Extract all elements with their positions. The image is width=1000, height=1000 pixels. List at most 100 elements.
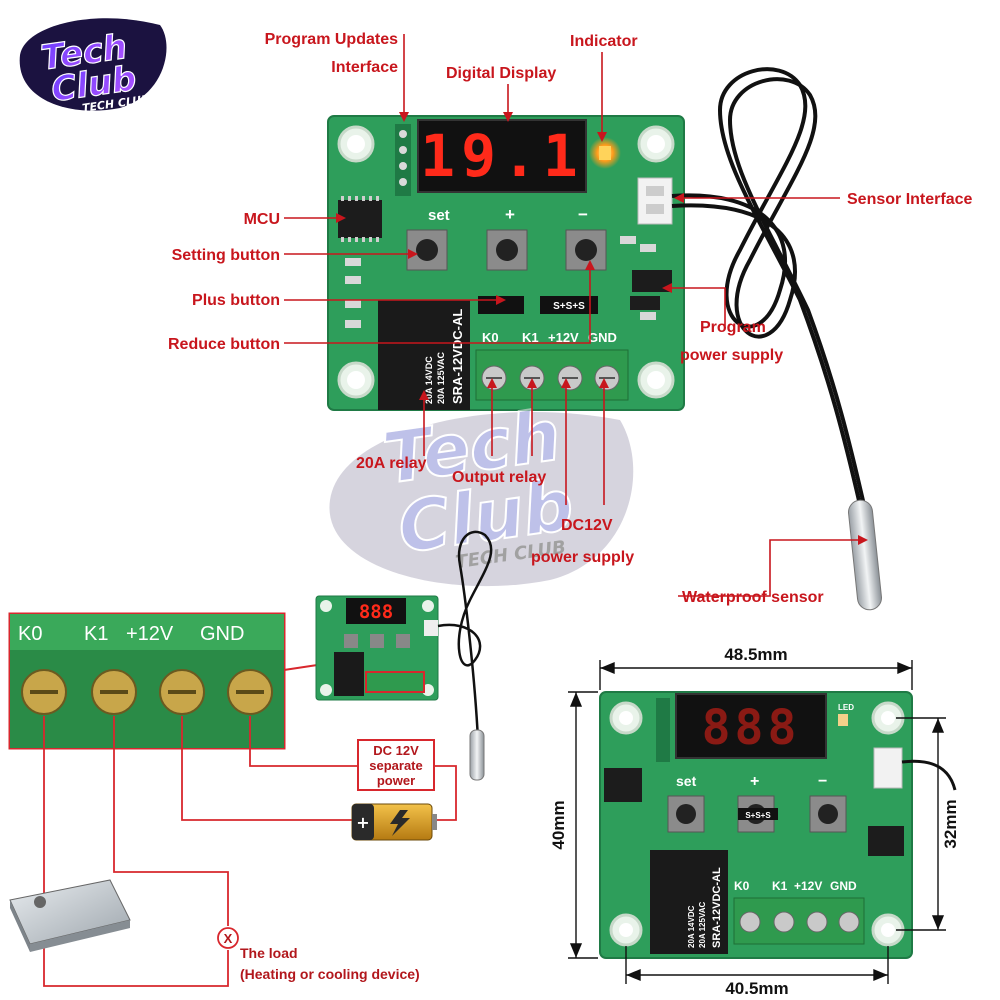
display-digits: 19.1	[420, 122, 584, 190]
small-probe	[469, 729, 485, 781]
mcu-chip	[338, 196, 382, 242]
zoom-label-k0: K0	[18, 623, 42, 645]
reduce-button[interactable]	[565, 229, 607, 271]
label-setting-button: Setting button	[172, 247, 280, 264]
silk-plus: +	[505, 205, 515, 224]
screw-terminal	[481, 365, 507, 391]
load-label-2: (Heating or cooling device)	[240, 966, 420, 982]
mounting-hole	[337, 361, 375, 399]
silk-ss: S+S+S	[553, 301, 585, 312]
label-program-power-2: power supply	[680, 347, 783, 364]
plus-button[interactable]	[486, 229, 528, 271]
label-dc12v-1: DC12V	[561, 517, 613, 534]
svg-text:888: 888	[359, 601, 393, 623]
mounting-hole	[337, 125, 375, 163]
svg-text:+: +	[356, 813, 369, 832]
label-plus-button: Plus button	[192, 292, 280, 309]
label-20a-relay: 20A relay	[356, 455, 427, 472]
dim-silk-k1: K1	[772, 879, 788, 893]
relay-rating-dc: 20A 14VDC	[424, 356, 434, 404]
small-board: 888	[315, 595, 439, 701]
silk-k0: K0	[482, 330, 499, 345]
dc-power-line3: power	[377, 773, 415, 788]
indicator-led	[589, 137, 621, 169]
label-program-updates-2: Interface	[331, 59, 398, 76]
dim-height-left: 40mm	[549, 800, 568, 849]
zoom-label-gnd: GND	[200, 623, 244, 645]
mounting-hole	[637, 125, 675, 163]
regulator-chip	[632, 270, 672, 292]
label-sensor-interface: Sensor Interface	[847, 191, 972, 208]
svg-text:Tech: Tech	[378, 394, 565, 500]
dim-silk-set: set	[676, 773, 697, 789]
watermark-text-top: Tech	[378, 394, 565, 500]
sensor-cable	[671, 67, 866, 506]
program-header	[395, 124, 411, 196]
smd-components	[345, 236, 660, 328]
label-mcu: MCU	[244, 211, 280, 228]
sensor-connector	[637, 177, 673, 225]
silk-set: set	[428, 207, 450, 224]
callout-lines	[284, 34, 862, 597]
mounting-hole	[609, 913, 643, 947]
relay-model: SRA-12VDC-AL	[450, 309, 465, 404]
zoom-screw	[159, 669, 205, 715]
label-waterproof-sensor: Waterproof sensor	[682, 589, 824, 606]
terminal-block	[475, 349, 629, 401]
dim-silk-k0: K0	[734, 879, 750, 893]
power-supply-unit	[9, 879, 131, 952]
load-symbol: X	[217, 927, 239, 949]
dc-power-line2: separate	[369, 758, 422, 773]
dim-sensor-cable	[901, 759, 957, 791]
dim-silk-led: LED	[838, 703, 854, 712]
zoom-label-12v: +12V	[126, 623, 174, 645]
zoom-screw	[227, 669, 273, 715]
dim-height-right: 32mm	[941, 799, 960, 848]
load-label-1: The load	[240, 945, 298, 961]
watermark: Tech Club TECH CLUB	[329, 393, 634, 587]
terminal-zoom: K0 K1 +12V GND	[8, 612, 286, 750]
digital-display: 19.1	[417, 119, 587, 193]
dim-silk-minus: −	[818, 773, 827, 790]
label-program-power-1: Program	[700, 319, 766, 336]
zoom-screw	[21, 669, 67, 715]
dim-silk-ss: S+S+S	[745, 811, 771, 820]
relay-rating-ac: 20A 125VAC	[436, 351, 446, 404]
dim-silk-gnd: GND	[830, 879, 857, 893]
small-sensor-cable	[437, 530, 493, 741]
wiring-lines	[43, 716, 457, 987]
mounting-hole	[637, 361, 675, 399]
callout-arrowheads	[336, 112, 868, 545]
dim-relay-model: SRA-12VDC-AL	[711, 867, 723, 948]
waterproof-probe	[848, 499, 882, 611]
silk-gnd: GND	[588, 330, 617, 345]
setting-button[interactable]	[406, 229, 448, 271]
dim-width-bottom: 40.5mm	[725, 979, 788, 998]
dimension-board: 888 LED set + − S+S+S SRA-12VDC-AL 20A 1…	[599, 691, 913, 959]
dim-silk-plus: +	[750, 773, 759, 790]
silk-k1: K1	[522, 330, 539, 345]
zoom-screw	[91, 669, 137, 715]
label-output-relay: Output relay	[452, 469, 546, 486]
load-symbol-text: X	[224, 931, 233, 946]
zoom-label-k1: K1	[84, 623, 108, 645]
silk-12v: +12V	[548, 330, 579, 345]
label-dc12v-2: power supply	[531, 549, 634, 566]
dc-power-line1: DC 12V	[373, 743, 419, 758]
battery-icon: +	[351, 803, 437, 841]
dim-width-top: 48.5mm	[724, 645, 787, 664]
label-digital-display: Digital Display	[446, 65, 556, 82]
brand-logo: Tech Club TECH CLUB	[19, 18, 167, 115]
svg-text:19.1: 19.1	[420, 122, 584, 190]
svg-text:888: 888	[702, 700, 801, 756]
dimension-lines	[568, 660, 946, 984]
dc-power-box: DC 12V separate power	[357, 739, 435, 791]
silk-minus: −	[578, 205, 588, 224]
dim-relay-rating-dc: 20A 14VDC	[687, 905, 696, 948]
label-indicator: Indicator	[570, 33, 638, 50]
main-board: 19.1 set + −	[327, 115, 685, 411]
ss-block: S+S+S	[540, 296, 598, 314]
dim-silk-12v: +12V	[794, 879, 822, 893]
label-program-updates-1: Program Updates	[265, 31, 398, 48]
